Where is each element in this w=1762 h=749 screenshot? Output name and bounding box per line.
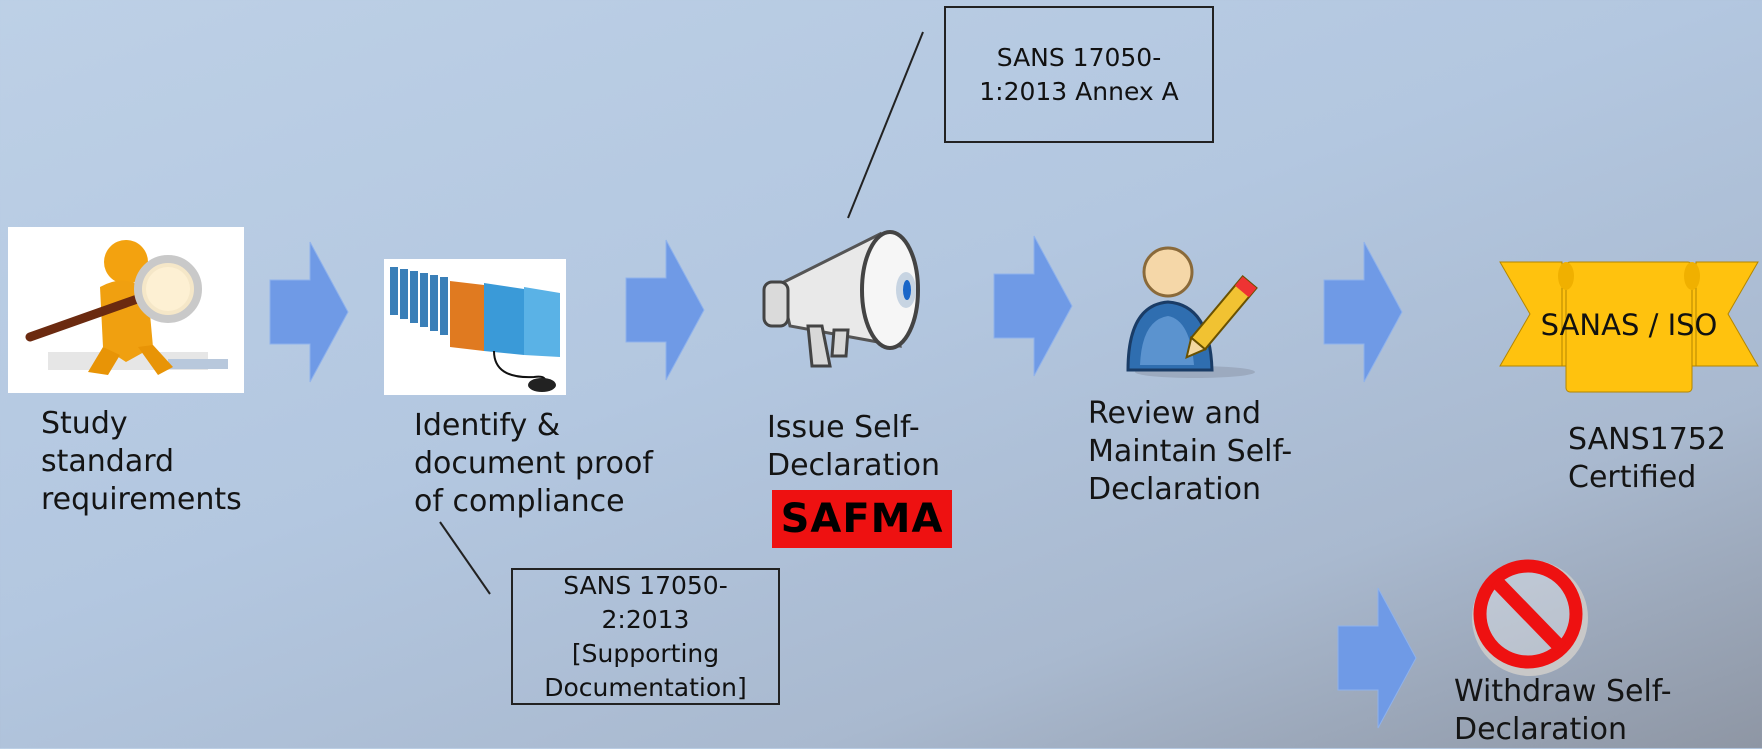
step-label-identify: Identify & document proof of compliance bbox=[414, 408, 653, 519]
user-edit-icon bbox=[1120, 240, 1260, 380]
callout-annex-a: SANS 17050- 1:2013 Annex A bbox=[944, 6, 1214, 143]
ribbon-banner-icon: SANAS / ISO bbox=[1499, 261, 1759, 397]
callout-supporting-documentation: SANS 17050- 2:2013 [Supporting Documenta… bbox=[511, 568, 780, 705]
callout-annex-a-text: SANS 17050- 1:2013 Annex A bbox=[979, 42, 1179, 106]
step-label-review: Review and Maintain Self- Declaration bbox=[1088, 396, 1293, 507]
flow-arrow-4 bbox=[1323, 241, 1403, 383]
prohibited-icon bbox=[1468, 556, 1590, 676]
file-folders-icon bbox=[384, 259, 566, 395]
flow-arrow-3 bbox=[993, 235, 1073, 377]
megaphone-icon bbox=[760, 226, 935, 376]
safma-badge-text: SAFMA bbox=[780, 496, 944, 542]
flow-arrow-2 bbox=[625, 239, 705, 381]
step-label-study: Study standard requirements bbox=[41, 406, 242, 517]
step-label-withdraw: Withdraw Self- Declaration bbox=[1454, 674, 1672, 747]
inspector-figure-icon bbox=[8, 227, 244, 393]
step-label-issue: Issue Self- Declaration bbox=[767, 410, 940, 483]
step-label-certified: SANS1752 Certified bbox=[1568, 422, 1726, 495]
flow-arrow-withdraw bbox=[1337, 587, 1417, 729]
safma-badge: SAFMA bbox=[772, 490, 952, 548]
flow-arrow-1 bbox=[269, 241, 349, 383]
ribbon-text: SANAS / ISO bbox=[1540, 308, 1718, 342]
callout-supporting-text: SANS 17050- 2:2013 [Supporting Documenta… bbox=[544, 570, 747, 702]
